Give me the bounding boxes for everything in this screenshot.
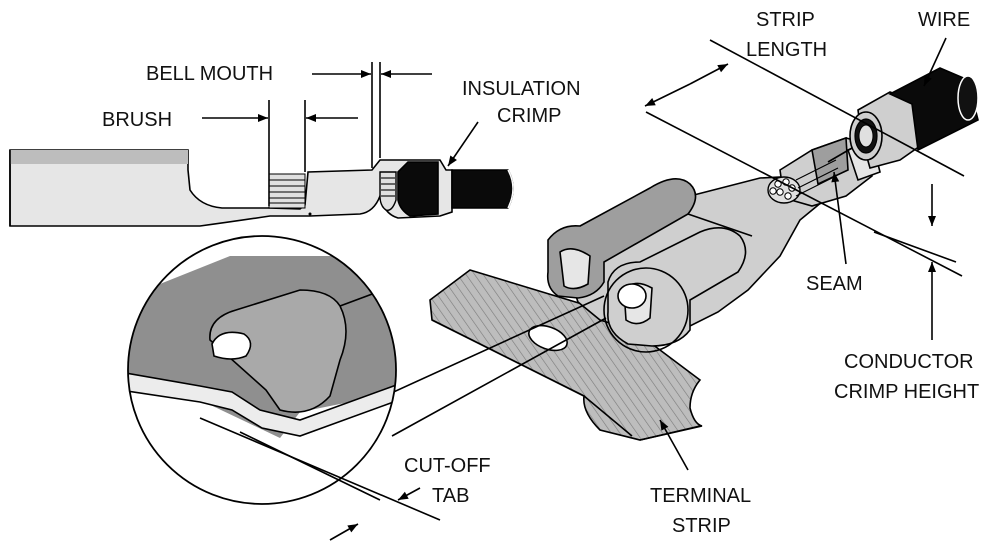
label-crimp: CRIMP bbox=[497, 105, 561, 127]
label-conductor: CONDUCTOR bbox=[844, 351, 974, 373]
side-insulation bbox=[397, 161, 439, 217]
left-curl-inner bbox=[559, 248, 591, 290]
strip-arrow-a bbox=[644, 83, 691, 107]
label-seam: SEAM bbox=[806, 273, 863, 295]
strip-arrow-b bbox=[689, 63, 729, 85]
label-length: LENGTH bbox=[746, 39, 827, 61]
seam-leader bbox=[831, 171, 847, 265]
label-wire: WIRE bbox=[918, 9, 970, 31]
cutoff-ext-a bbox=[199, 417, 441, 521]
label-bell-mouth: BELL MOUTH bbox=[146, 63, 273, 85]
label-tab: TAB bbox=[432, 485, 469, 507]
callout-connector-lower bbox=[391, 317, 607, 437]
terminal-strip-carrier bbox=[429, 269, 703, 441]
wire-insulation-3d bbox=[888, 67, 979, 152]
side-profile-view bbox=[9, 62, 514, 227]
terminal-strip-leader bbox=[659, 419, 689, 471]
label-crimp-height: CRIMP HEIGHT bbox=[834, 381, 979, 403]
side-top-shade bbox=[10, 150, 188, 164]
crimp-height-ext bbox=[873, 231, 957, 263]
cutoff-arrow-top bbox=[397, 487, 421, 501]
insulation-crimp-leader bbox=[447, 121, 479, 167]
label-terminal-strip: STRIP bbox=[672, 515, 731, 537]
zoom-detail-view bbox=[127, 235, 441, 541]
bell-mouth-window bbox=[379, 171, 397, 211]
label-brush: BRUSH bbox=[102, 109, 172, 131]
cutoff-ext-b bbox=[239, 431, 381, 501]
brush-striations bbox=[268, 173, 306, 209]
strip-length-ext-upper bbox=[709, 39, 965, 177]
cutoff-arrow-bottom bbox=[329, 523, 359, 541]
label-cut-off: CUT-OFF bbox=[404, 455, 491, 477]
side-wire bbox=[451, 169, 514, 209]
callout-connector-upper bbox=[375, 295, 605, 401]
label-strip: STRIP bbox=[756, 9, 815, 31]
label-insulation: INSULATION bbox=[462, 78, 581, 100]
label-terminal: TERMINAL bbox=[650, 485, 751, 507]
terminal-3d-view bbox=[429, 37, 979, 471]
wire-strands bbox=[767, 159, 839, 204]
wire-leader bbox=[923, 37, 947, 87]
strip-length-ext-lower bbox=[645, 111, 963, 277]
detail-callout-small bbox=[603, 267, 689, 353]
